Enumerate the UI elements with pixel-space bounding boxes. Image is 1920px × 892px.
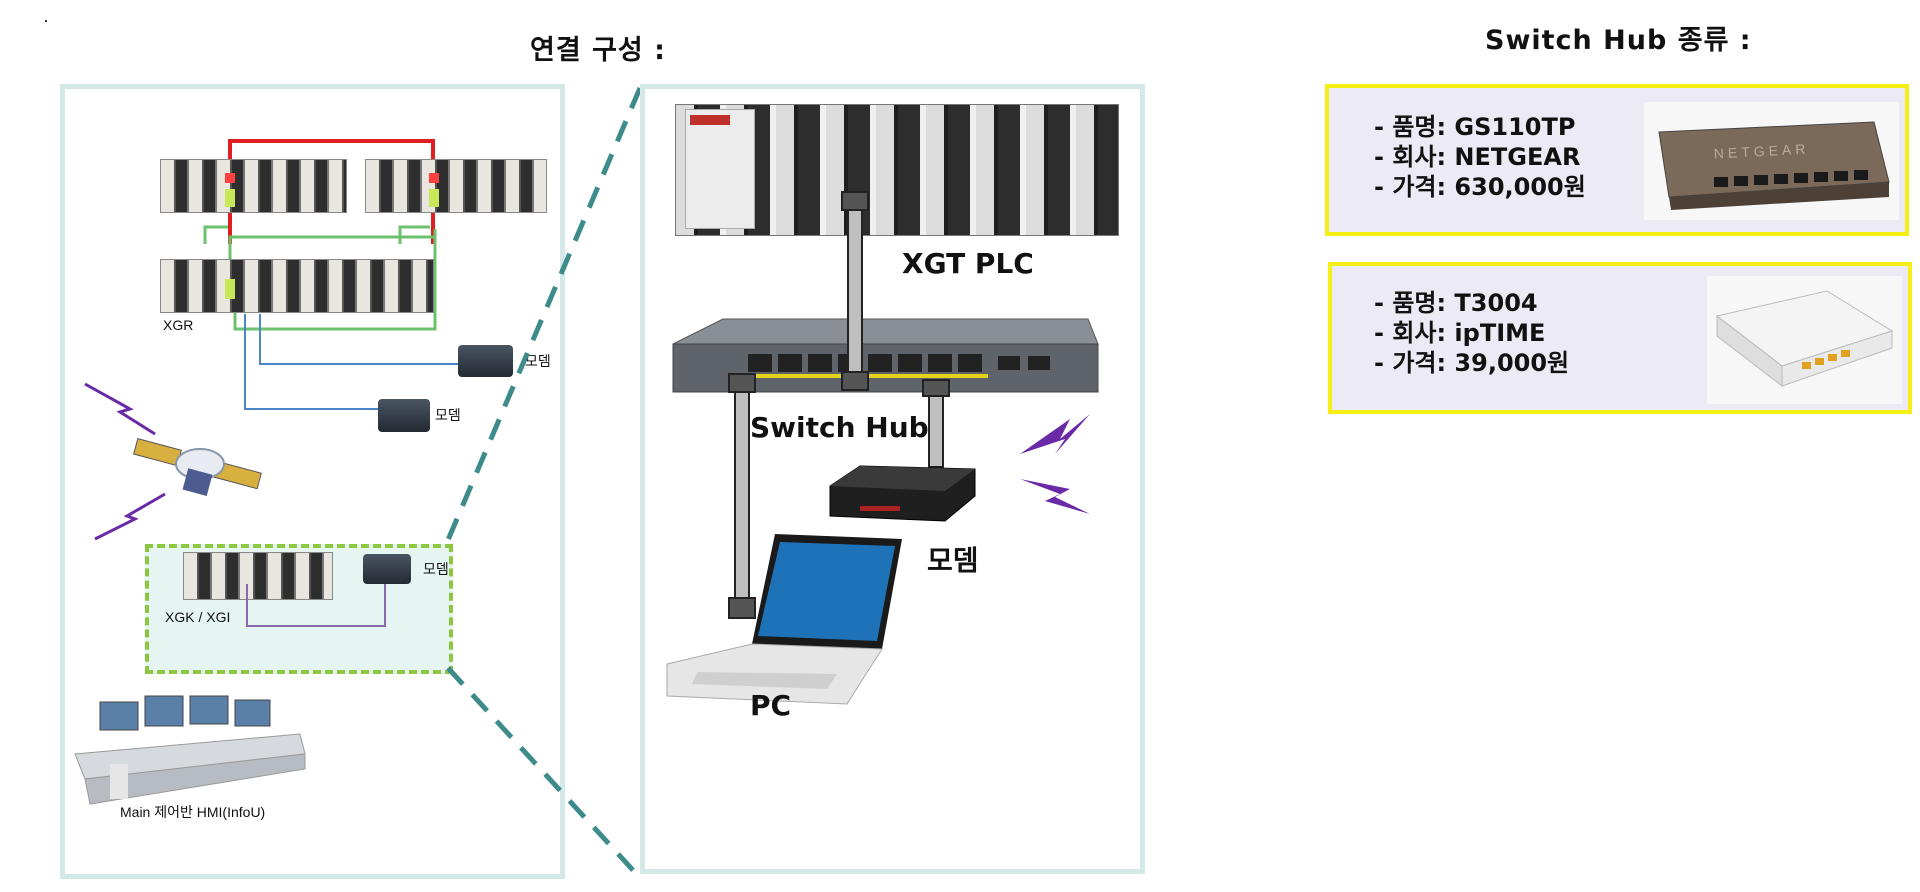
wireless-signal-icon [1020, 414, 1090, 514]
product-name: - 품명: GS110TP [1374, 113, 1576, 141]
green-port-middle [225, 279, 235, 299]
product-company: - 회사: ipTIME [1374, 319, 1546, 347]
switch-hub-photo [672, 318, 1099, 393]
plc-cpu-module [685, 109, 755, 229]
hmi-label: Main 제어반 HMI(InfoU) [120, 804, 266, 820]
green-port-right [429, 189, 439, 207]
modem-device-1 [458, 345, 513, 377]
switch-types-heading: Switch Hub 종류 : [1485, 25, 1752, 56]
red-port-right [429, 173, 439, 183]
product-specs-iptime: - 품명: T3004 - 회사: ipTIME - 가격: 39,000원 [1374, 288, 1569, 378]
modem-photo [829, 465, 976, 522]
connection-detail-panel: XGT PLC Switch Hub 모뎀 [640, 84, 1145, 874]
connector-hub-modem [922, 379, 950, 397]
iptime-switch-photo [1707, 276, 1902, 404]
stray-dot [45, 20, 47, 22]
plc-rack-middle [160, 259, 434, 313]
pc-laptop-photo [666, 534, 902, 705]
green-port-left [225, 189, 235, 207]
modem-device-3 [363, 554, 411, 584]
xgk-xgi-label: XGK / XGI [165, 609, 231, 625]
plc-brand-strip [690, 115, 730, 125]
remote-link-line [246, 584, 386, 627]
netgear-brand-text: NETGEAR [1713, 141, 1809, 162]
connection-heading: 연결 구성 : [530, 35, 666, 66]
plc-rack-top-right [365, 159, 547, 213]
product-name: - 품명: T3004 [1374, 289, 1538, 317]
modem-label: 모뎀 [927, 544, 979, 577]
connector-pc [728, 597, 756, 619]
cable-plc-hub [847, 197, 863, 391]
xgt-plc-label: XGT PLC [902, 247, 1034, 280]
modem-label-3: 모뎀 [423, 561, 449, 577]
connector-hub-pc [728, 373, 756, 393]
pc-label: PC [750, 689, 792, 722]
switch-hub-label: Switch Hub [750, 411, 929, 444]
product-price: - 가격: 630,000원 [1374, 173, 1586, 201]
plc-rack-remote [183, 552, 333, 600]
red-port-left [225, 173, 235, 183]
plc-rack-top-left [160, 159, 347, 213]
netgear-switch-photo: NETGEAR [1644, 102, 1899, 220]
product-card-netgear: - 품명: GS110TP - 회사: NETGEAR - 가격: 630,00… [1325, 84, 1909, 236]
product-specs-netgear: - 품명: GS110TP - 회사: NETGEAR - 가격: 630,00… [1374, 112, 1586, 202]
product-card-iptime: - 품명: T3004 - 회사: ipTIME - 가격: 39,000원 [1328, 262, 1912, 414]
hmi-console-icon [74, 695, 306, 805]
system-overview-diagram [203, 139, 460, 410]
product-company: - 회사: NETGEAR [1374, 143, 1581, 171]
system-overview-panel: XGR 모뎀 모뎀 모뎀 XGK / XGI Main 제어반 HMI(Info… [60, 84, 565, 879]
satellite-icon [84, 382, 262, 541]
xgr-label: XGR [163, 317, 194, 333]
modem-label-2: 모뎀 [435, 407, 461, 423]
connector-plc [841, 191, 869, 211]
product-price: - 가격: 39,000원 [1374, 349, 1570, 377]
connector-hub-top [841, 371, 869, 391]
modem-device-2 [378, 399, 430, 432]
modem-label-1: 모뎀 [525, 353, 551, 369]
